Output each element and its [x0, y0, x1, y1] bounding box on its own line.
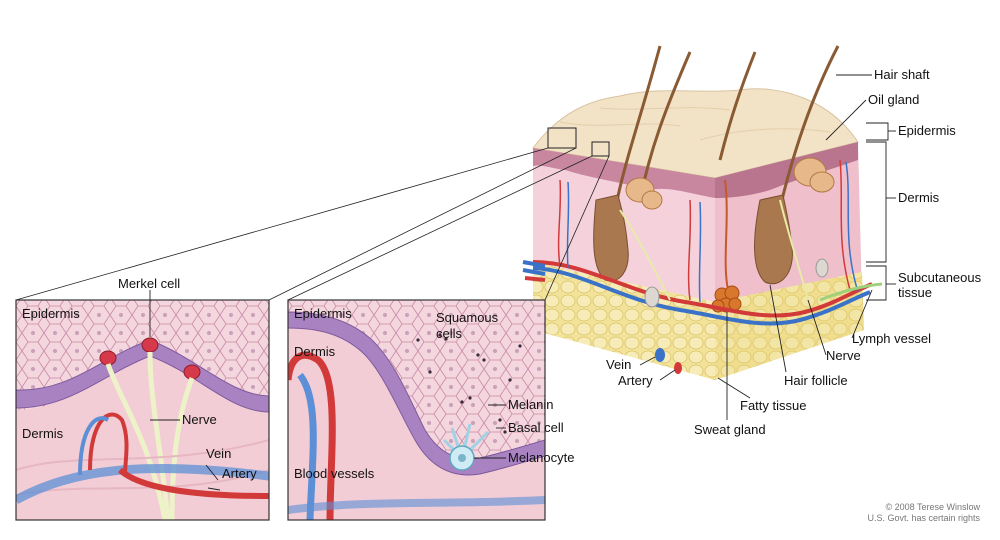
vessel-cross-section	[655, 348, 682, 374]
inset-left-label-epidermis: Epidermis	[22, 306, 80, 321]
vein-vessel	[532, 266, 871, 326]
skin-surface	[532, 88, 859, 179]
label-fatty-tissue: Fatty tissue	[740, 398, 806, 413]
hair-shaft-3	[718, 51, 757, 161]
hair-shaft-1	[613, 45, 662, 211]
inset-right-label-squamous-1: Squamous	[436, 310, 499, 325]
zoom-box-right	[591, 141, 610, 157]
label-hair-follicle: Hair follicle	[784, 373, 848, 388]
lymph-vessel	[819, 282, 883, 302]
inset-right-label-epidermis: Epidermis	[294, 306, 352, 321]
label-vein: Vein	[606, 357, 631, 372]
inset-left-label-nerve: Nerve	[182, 412, 217, 427]
label-dermis: Dermis	[898, 190, 940, 205]
label-sweat-gland: Sweat gland	[694, 422, 766, 437]
inset-right-label-squamous-2: cells	[436, 326, 463, 341]
label-oil-gland: Oil gland	[868, 92, 919, 107]
oil-gland-side	[793, 157, 835, 193]
inset-merkel	[15, 299, 270, 521]
merkel-cells	[99, 337, 201, 380]
inset-left-frame	[15, 299, 270, 521]
inset-left-label-dermis: Dermis	[22, 426, 64, 441]
inset-left-label-vein: Vein	[206, 446, 231, 461]
corpuscle-front	[644, 286, 660, 308]
inset-vein-left	[16, 463, 269, 504]
label-epidermis: Epidermis	[898, 123, 956, 138]
inset-right-label-melanocyte: Melanocyte	[508, 450, 574, 465]
skin-block	[522, 45, 883, 380]
inset-left-label-artery: Artery	[222, 466, 257, 481]
label-nerve: Nerve	[826, 348, 861, 363]
nerve-fibers-left	[105, 351, 195, 520]
artery-vessel	[532, 260, 873, 318]
inset-right-label-dermis: Dermis	[294, 344, 336, 359]
label-lymph-vessel: Lymph vessel	[852, 331, 931, 346]
inset-vein-right	[297, 372, 317, 520]
inset-artery-left	[117, 467, 269, 499]
label-hair-shaft: Hair shaft	[874, 67, 930, 82]
copyright-line-2: U.S. Govt. has certain rights	[867, 513, 980, 523]
inset-right-label-melanin: Melanin	[508, 397, 554, 412]
labels: Hair shaft Oil gland Epidermis Dermis Su…	[22, 67, 982, 523]
inset-right-frame	[287, 299, 546, 521]
nerve-fiber	[619, 199, 809, 301]
epidermis-band-side	[715, 142, 858, 198]
inset-artery-right	[288, 351, 336, 520]
oil-gland-front	[625, 177, 663, 210]
label-subcutaneous-2: tissue	[898, 285, 932, 300]
inset-right-label-blood-vessels: Blood vessels	[294, 466, 375, 481]
copyright-line-1: © 2008 Terese Winslow	[885, 502, 980, 512]
leader-lines	[149, 74, 896, 491]
hair-follicle-side	[754, 194, 793, 285]
fat-layer-front	[533, 262, 715, 380]
inset-left-label-merkel-cell: Merkel cell	[118, 276, 180, 291]
inset-melanocyte	[287, 299, 546, 521]
corpuscle-side	[815, 258, 829, 278]
fat-layer-side	[715, 272, 864, 380]
zoom-box-left	[547, 127, 577, 149]
label-artery: Artery	[618, 373, 653, 388]
label-subcutaneous-1: Subcutaneous	[898, 270, 982, 285]
melanocyte-cell	[442, 423, 490, 471]
inset-right-label-basal-cell: Basal cell	[508, 420, 564, 435]
zoom-connectors	[15, 147, 610, 301]
melanin-granules	[416, 333, 522, 434]
